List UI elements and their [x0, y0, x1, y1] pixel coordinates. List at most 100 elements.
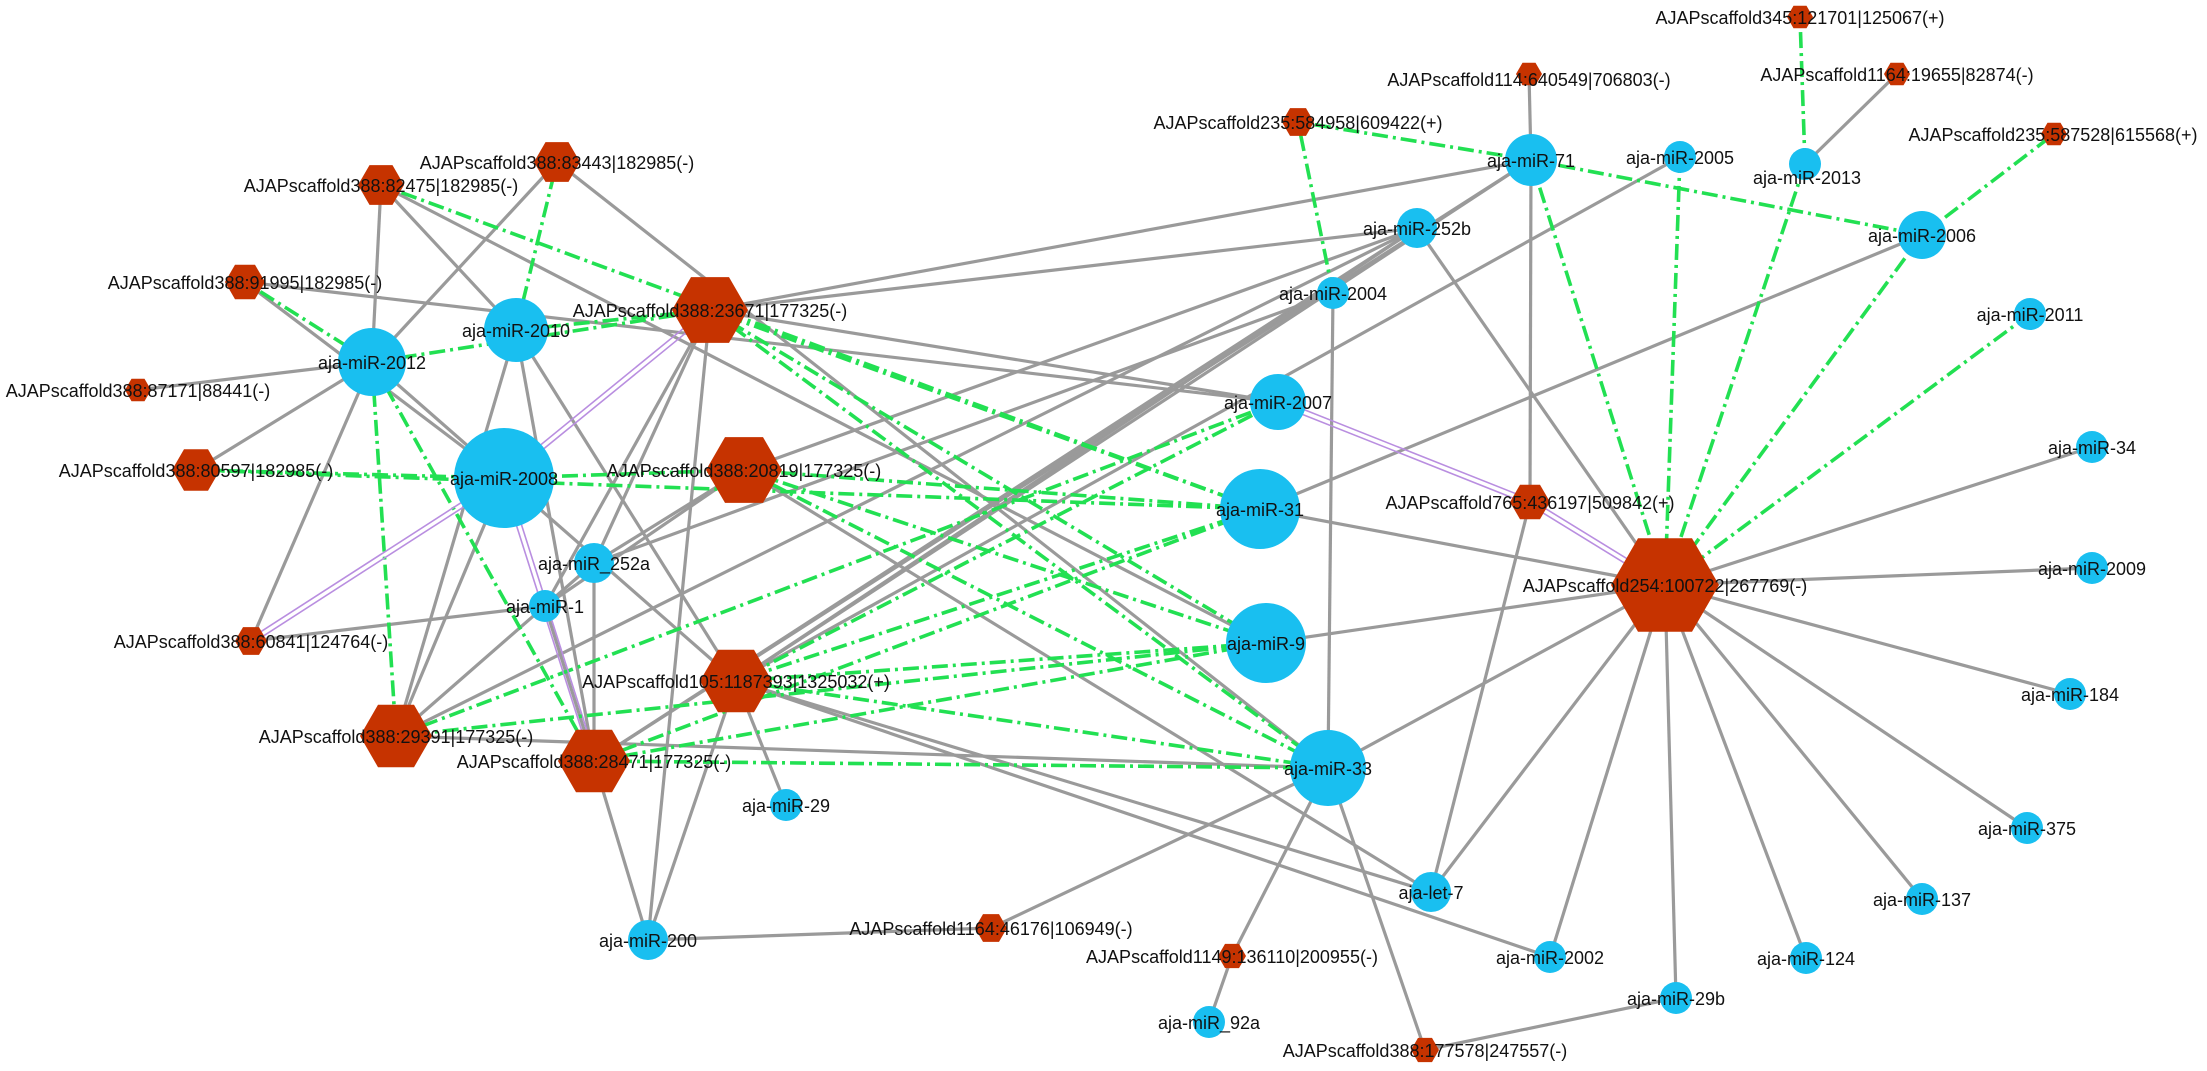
- node-label-s1164b: AJAPscaffold1164:46176|106949(-): [849, 919, 1132, 939]
- node-label-s235a: AJAPscaffold235:584958|609422(+): [1153, 113, 1442, 133]
- scaffold-node-s388_28471[interactable]: [558, 729, 630, 793]
- mirna-node-m252b[interactable]: [1397, 208, 1437, 248]
- node-label-m2005: aja-miR-2005: [1626, 148, 1734, 168]
- edge-m252b-s388_23671: [709, 226, 1418, 312]
- edge-m2007-s765: [1278, 398, 1532, 501]
- mirna-node-m2012[interactable]: [338, 328, 406, 396]
- node-label-s1149: AJAPscaffold1149:136110|200955(-): [1086, 947, 1378, 967]
- mirna-node-m375[interactable]: [2011, 812, 2043, 844]
- mirna-node-m184[interactable]: [2054, 678, 2086, 710]
- mirna-node-m34[interactable]: [2076, 431, 2108, 463]
- node-label-m252b: aja-miR-252b: [1363, 219, 1471, 239]
- edge-m9-s388_82475: [380, 183, 1267, 645]
- edge-m1-s388_23671: [543, 309, 712, 607]
- mirna-node-m31[interactable]: [1220, 469, 1300, 549]
- scaffold-node-s235b[interactable]: [2041, 122, 2067, 146]
- scaffold-node-s388_20819[interactable]: [706, 437, 782, 503]
- scaffold-node-s105[interactable]: [700, 649, 772, 713]
- mirna-node-m252a[interactable]: [574, 543, 614, 583]
- edge-m71-s254: [1529, 159, 1667, 586]
- scaffold-node-s388_60841[interactable]: [235, 627, 267, 655]
- mirna-node-let7[interactable]: [1411, 872, 1451, 912]
- mirna-node-m29[interactable]: [770, 789, 802, 821]
- edge-m2012-s388_80597: [195, 360, 373, 472]
- edge-m2008-s388_60841: [249, 475, 504, 640]
- edge-m2004-s235a: [1296, 121, 1335, 294]
- mirna-node-m33[interactable]: [1290, 730, 1366, 806]
- scaffold-node-s1149[interactable]: [1218, 943, 1246, 969]
- edge-m2013-s345: [1798, 16, 1807, 165]
- node-label-m2008: aja-miR-2008: [450, 469, 558, 489]
- node-label-m124: aja-miR-124: [1757, 949, 1855, 969]
- edge-m9-s388_20819: [743, 468, 1267, 645]
- edge-m200-s105: [646, 680, 738, 941]
- mirna-node-m29b[interactable]: [1660, 982, 1692, 1014]
- edge-m31-s105: [735, 507, 1261, 683]
- edge-m33-s388_20819: [743, 468, 1329, 770]
- edge-m2008-s388_60841: [251, 479, 506, 644]
- edge-m2010-s388_28471: [514, 329, 596, 762]
- scaffold-node-s254[interactable]: [1611, 538, 1719, 632]
- node-label-m2004: aja-miR-2004: [1279, 284, 1387, 304]
- edge-m2012-s105: [370, 360, 738, 683]
- scaffold-node-s388_87171[interactable]: [125, 378, 151, 402]
- node-label-m33: aja-miR-33: [1284, 759, 1372, 779]
- scaffold-node-s388_82475[interactable]: [358, 165, 404, 205]
- edge-m137-s254: [1663, 583, 1924, 901]
- scaffold-node-s388_23671[interactable]: [672, 277, 748, 343]
- node-label-m71: aja-miR-71: [1487, 151, 1575, 171]
- scaffold-node-s388_177578[interactable]: [1411, 1037, 1439, 1063]
- scaffold-node-s388_91995[interactable]: [225, 264, 265, 300]
- mirna-node-m71[interactable]: [1505, 134, 1557, 186]
- node-label-s388_28471: AJAPscaffold388:28471|177325(-): [457, 752, 732, 772]
- node-layer: [125, 5, 2108, 1063]
- edge-m252b-s388_20819: [743, 226, 1418, 472]
- scaffold-node-s114[interactable]: [1516, 62, 1542, 86]
- mirna-node-m2008[interactable]: [454, 428, 554, 528]
- edge-m33-s388_177578: [1326, 767, 1427, 1051]
- scaffold-node-s388_83443[interactable]: [534, 142, 580, 182]
- scaffold-node-s235a[interactable]: [1282, 108, 1314, 136]
- node-label-m137: aja-miR-137: [1873, 890, 1971, 910]
- mirna-node-m2004[interactable]: [1317, 277, 1349, 309]
- mirna-node-m2007[interactable]: [1250, 374, 1306, 430]
- node-label-m2010: aja-miR-2010: [462, 321, 570, 341]
- edge-m2004-m33: [1326, 292, 1335, 769]
- mirna-node-m2010[interactable]: [484, 298, 548, 362]
- edge-m9-s388_29391: [395, 641, 1267, 738]
- edge-m252b-s254: [1415, 227, 1667, 586]
- node-label-s388_80597: AJAPscaffold388:80597|182985(-): [59, 461, 334, 481]
- edge-let7-s765: [1429, 501, 1532, 893]
- node-label-s254: AJAPscaffold254:100722|267769(-): [1523, 576, 1808, 596]
- mirna-node-m9[interactable]: [1226, 603, 1306, 683]
- edge-m2004-m252a: [593, 291, 1334, 565]
- mirna-node-m124[interactable]: [1790, 942, 1822, 974]
- mirna-node-m2005[interactable]: [1664, 141, 1696, 173]
- edge-m29b-s254: [1663, 584, 1678, 999]
- node-label-m2009: aja-miR-2009: [2038, 559, 2146, 579]
- edge-m252a-s388_23671: [592, 309, 712, 564]
- node-label-m375: aja-miR-375: [1978, 819, 2076, 839]
- edge-m2006-s235b: [1920, 132, 2056, 237]
- scaffold-node-s345[interactable]: [1787, 5, 1813, 29]
- node-label-m2011: aja-miR-2011: [1977, 305, 2084, 325]
- scaffold-node-s765[interactable]: [1510, 484, 1550, 520]
- scaffold-node-s1164b[interactable]: [975, 914, 1007, 942]
- node-label-s388_29391: AJAPscaffold388:29391|177325(-): [259, 727, 534, 747]
- mirna-node-m2013[interactable]: [1789, 148, 1821, 180]
- scaffold-node-s1164a[interactable]: [1884, 62, 1910, 86]
- mirna-node-m92a[interactable]: [1193, 1006, 1225, 1038]
- mirna-node-m1[interactable]: [529, 590, 561, 622]
- edge-m2002-s254: [1548, 584, 1667, 958]
- edge-m31-s254: [1259, 507, 1666, 587]
- mirna-node-m2009[interactable]: [2076, 552, 2108, 584]
- edge-m33-s1164b: [990, 766, 1329, 930]
- scaffold-node-s388_29391[interactable]: [360, 704, 432, 768]
- mirna-node-m137[interactable]: [1906, 883, 1938, 915]
- scaffold-node-s388_80597[interactable]: [172, 449, 220, 491]
- mirna-node-m2006[interactable]: [1898, 211, 1946, 259]
- mirna-node-m200[interactable]: [628, 920, 668, 960]
- mirna-node-m2011[interactable]: [2014, 298, 2046, 330]
- mirna-node-m2002[interactable]: [1534, 941, 1566, 973]
- edge-m1-s388_60841: [250, 604, 546, 643]
